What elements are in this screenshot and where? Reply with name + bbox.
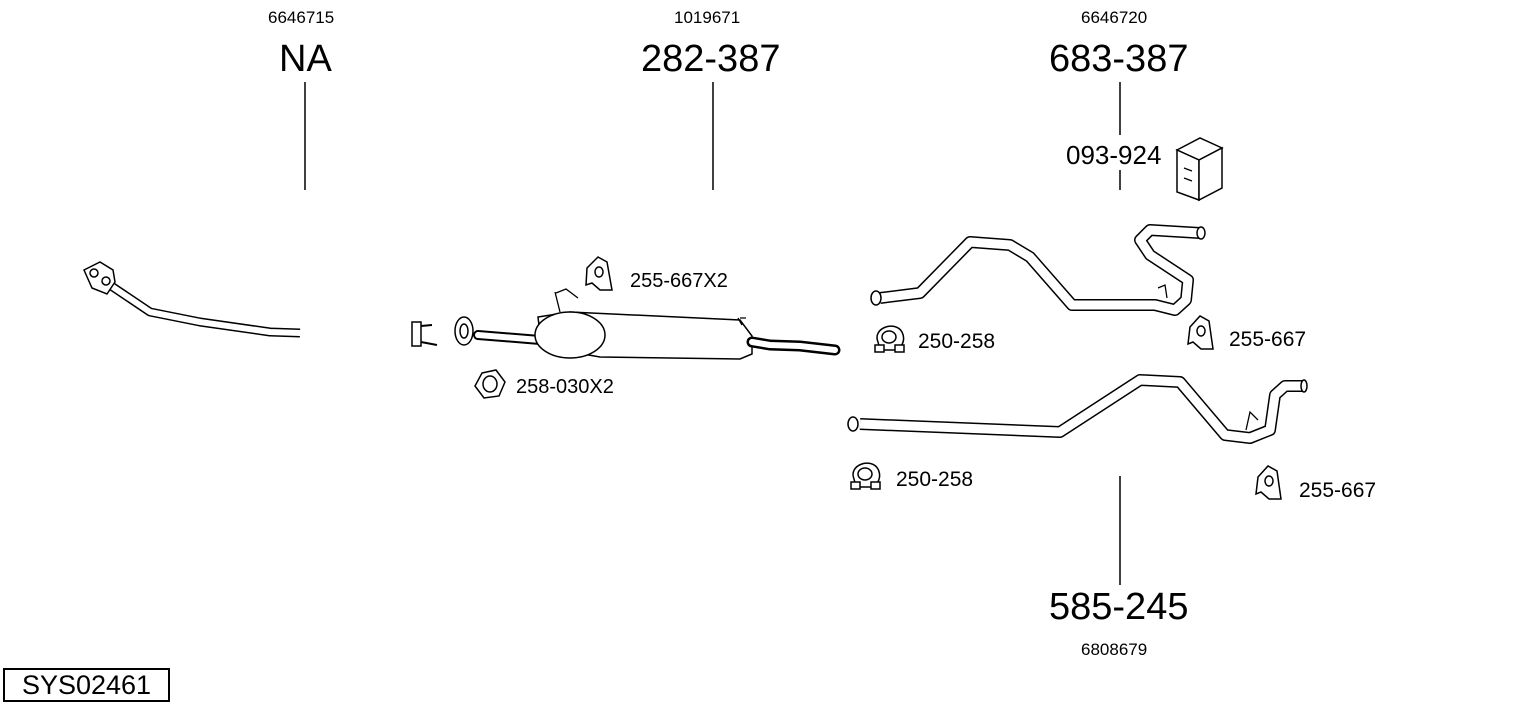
rear-pipe-lower-drawing: [847, 374, 1308, 444]
clamp-upper-label[interactable]: 250-258: [918, 330, 996, 353]
section-ref-3: 6646720: [1081, 8, 1148, 27]
section-ref-4: 6808679: [1081, 640, 1148, 659]
hanger-upper-label[interactable]: 255-667: [1229, 328, 1307, 351]
hanger-x2-label[interactable]: 255-667X2: [630, 270, 728, 292]
nut-x2-label[interactable]: 258-030X2: [516, 376, 614, 398]
diagram-code: SYS02461: [21, 669, 152, 700]
part-number-1[interactable]: NA: [279, 38, 332, 80]
hanger-icon: [1255, 465, 1282, 500]
middle-silencer-drawing: [454, 288, 841, 360]
clamp-icon: [850, 462, 881, 490]
rear-pipe-upper-drawing: [870, 224, 1206, 316]
clamp-lower-label[interactable]: 250-258: [896, 468, 974, 491]
diagram-code-box: SYS02461: [3, 668, 170, 702]
hanger-icon: [1187, 315, 1214, 350]
part-number-2[interactable]: 282-387: [641, 38, 781, 80]
front-pipe-drawing: [83, 261, 438, 385]
hanger-icon: [585, 256, 613, 291]
part-number-3[interactable]: 683-387: [1049, 38, 1189, 80]
clamp-icon: [874, 325, 905, 353]
part-number-4[interactable]: 585-245: [1049, 586, 1189, 628]
mount-kit-label[interactable]: 093-924: [1066, 140, 1162, 170]
inlet-flange-icon: [83, 261, 116, 295]
mount-kit-box-icon: [1175, 137, 1224, 202]
section-ref-1: 6646715: [268, 8, 335, 27]
nut-icon: [474, 369, 506, 399]
section-ref-2: 1019671: [674, 8, 741, 27]
hanger-lower-label[interactable]: 255-667: [1299, 479, 1377, 502]
